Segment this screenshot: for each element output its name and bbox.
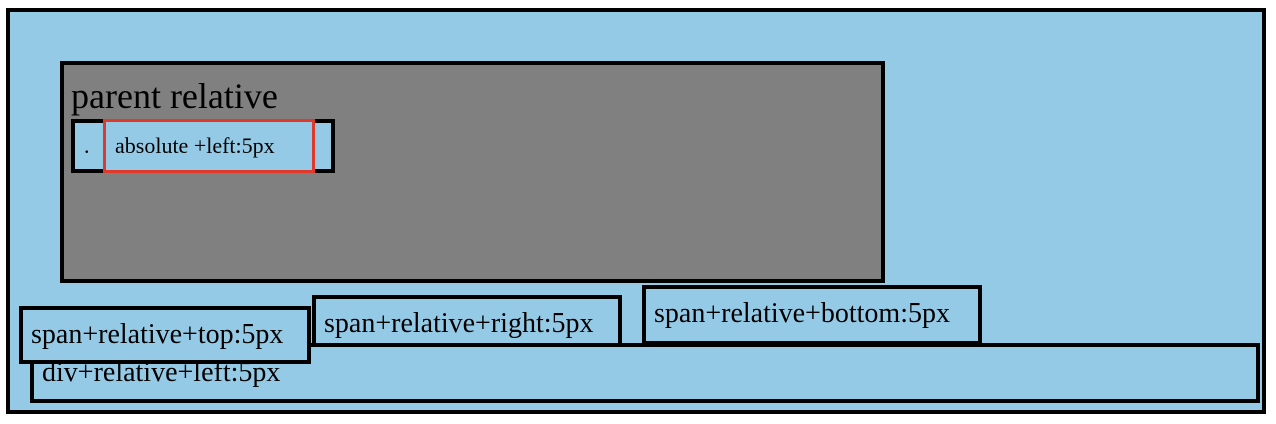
span-relative-right-label: span+relative+right:5px xyxy=(324,308,594,339)
parent-relative-box: parent relative . absolute +left:5px xyxy=(60,61,885,283)
inline-container: . absolute +left:5px xyxy=(71,119,335,173)
layout-demo-frame: parent relative . absolute +left:5px div… xyxy=(6,8,1266,414)
span-relative-bottom-box: span+relative+bottom:5px xyxy=(642,285,982,345)
div-relative-left-box: div+relative+left:5px xyxy=(30,343,1260,403)
parent-title: parent relative xyxy=(71,76,278,116)
span-relative-top-box: span+relative+top:5px xyxy=(19,306,311,364)
span-relative-top-label: span+relative+top:5px xyxy=(31,319,284,350)
span-relative-bottom-label: span+relative+bottom:5px xyxy=(654,298,950,329)
marker-text: . xyxy=(84,133,90,158)
absolute-box-label: absolute +left:5px xyxy=(115,133,275,158)
span-relative-right-box: span+relative+right:5px xyxy=(312,295,622,347)
absolute-box: absolute +left:5px xyxy=(103,119,315,173)
